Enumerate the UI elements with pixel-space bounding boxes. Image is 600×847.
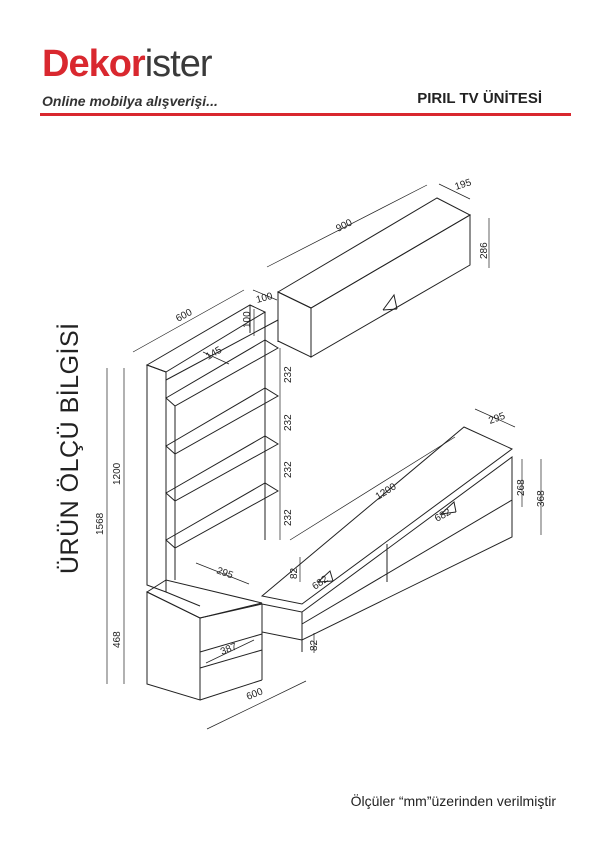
brand-slogan: Online mobilya alışverişi... <box>42 93 218 109</box>
dimension-labels: 900 195 286 600 100 100 145 232 232 232 … <box>95 177 547 703</box>
bookshelf <box>145 304 279 607</box>
dim-shelf-width: 600 <box>174 307 194 325</box>
dim-line-base-inner-depth <box>205 639 255 664</box>
dim-lower-height: 468 <box>112 631 123 648</box>
dimension-lines <box>106 183 542 730</box>
dim-door-width-1: 682 <box>310 574 330 593</box>
dim-total-height: 1568 <box>95 512 106 535</box>
logo-gray-text: ister <box>144 43 213 85</box>
dim-gap-4: 232 <box>283 509 294 526</box>
dim-base-width: 600 <box>245 686 265 703</box>
dim-tv-height: 268 <box>516 479 527 496</box>
dim-wall-width: 900 <box>334 217 354 235</box>
furniture-outline <box>145 197 513 701</box>
dim-wall-height: 286 <box>479 242 490 259</box>
dim-upper-height: 1200 <box>112 462 123 485</box>
dim-shelf-top-depth: 100 <box>255 291 274 306</box>
dim-leg-height: 82 <box>309 639 320 651</box>
dim-line-wall-width <box>266 184 428 268</box>
dim-base-depth: 295 <box>215 565 235 581</box>
dekorister-logo: Dekorister <box>42 43 213 85</box>
dim-wall-depth: 195 <box>454 177 474 193</box>
dim-line-base-depth <box>195 562 250 585</box>
dim-line-base-width <box>206 680 307 730</box>
dim-base-inner-depth: 387 <box>219 641 239 658</box>
dim-gap-3: 232 <box>283 461 294 478</box>
wall-cabinet <box>276 197 472 358</box>
dim-line-tv-width <box>289 436 456 541</box>
dim-line-shelf-width <box>132 289 245 353</box>
dim-shelf-top-height: 100 <box>242 311 253 328</box>
dim-gap-2: 232 <box>283 414 294 431</box>
dim-door-width-2: 682 <box>433 507 453 525</box>
dim-line-shelf-inner-depth <box>202 351 230 365</box>
lower-cabinet <box>145 579 263 701</box>
dim-tv-depth: 295 <box>487 411 507 427</box>
dim-door-height: 82 <box>289 567 300 579</box>
dim-gap-1: 232 <box>283 366 294 383</box>
dim-tv-total-height: 368 <box>536 490 547 507</box>
header-divider <box>40 113 571 116</box>
measurement-note: Ölçüler “mm”üzerinden verilmiştir <box>350 793 556 809</box>
dim-line-shelf-top-depth <box>252 289 278 301</box>
tv-unit <box>260 426 513 652</box>
logo-red-text: Dekor <box>42 43 146 85</box>
dim-line-tv-depth <box>474 408 516 428</box>
product-title: PIRIL TV ÜNİTESİ <box>417 90 542 107</box>
dim-line-wall-depth <box>438 183 471 200</box>
